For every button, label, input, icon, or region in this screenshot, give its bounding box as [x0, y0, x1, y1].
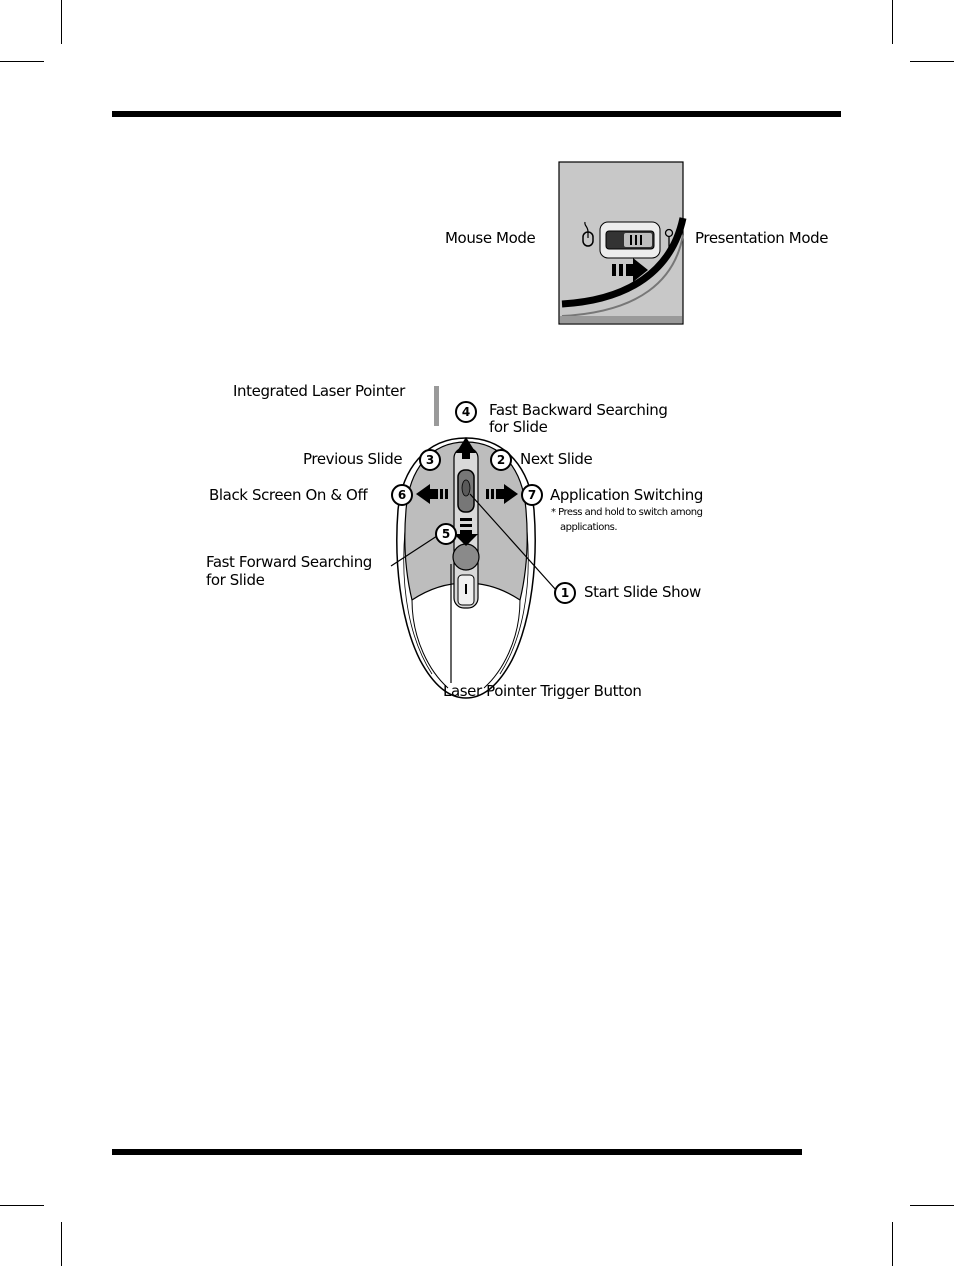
callout-number-1: 1 [554, 582, 576, 604]
application-switching-note-line2: applications. [560, 521, 617, 535]
callout-number-7: 7 [521, 484, 543, 506]
application-switching-label: Application Switching [550, 487, 703, 504]
fast-forward-label-line2: for Slide [206, 572, 264, 589]
fast-backward-label-line2: for Slide [489, 419, 547, 436]
fast-backward-label-line1: Fast Backward Searching [489, 402, 668, 419]
callout-number-2: 2 [490, 449, 512, 471]
callout-number-5: 5 [435, 523, 457, 545]
mouse-mode-label: Mouse Mode [445, 230, 535, 247]
application-switching-note-line1: * Press and hold to switch among [551, 506, 702, 520]
integrated-laser-pointer-label: Integrated Laser Pointer [233, 383, 405, 400]
black-screen-label: Black Screen On & Off [209, 487, 367, 504]
mode-switch-panel [559, 162, 683, 324]
presentation-mode-label: Presentation Mode [695, 230, 828, 247]
laser-beam [434, 386, 439, 426]
previous-slide-label: Previous Slide [303, 451, 402, 468]
callout-number-4: 4 [455, 401, 477, 423]
laser-pointer-trigger-label: Laser Pointer Trigger Button [443, 683, 641, 700]
fast-forward-label-line1: Fast Forward Searching [206, 554, 372, 571]
start-slide-show-label: Start Slide Show [584, 584, 701, 601]
callout-number-3: 3 [419, 449, 441, 471]
next-slide-label: Next Slide [520, 451, 592, 468]
callout-number-6: 6 [391, 484, 413, 506]
